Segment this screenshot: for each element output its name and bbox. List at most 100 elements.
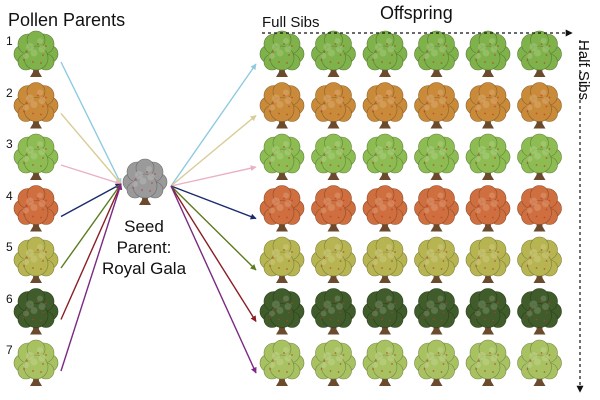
fruit-dot bbox=[445, 96, 448, 99]
foliage-highlight bbox=[23, 310, 29, 317]
foliage-highlight bbox=[529, 197, 538, 206]
fruit-dot bbox=[489, 197, 491, 200]
foliage-highlight bbox=[475, 362, 481, 368]
foliage-highlight bbox=[426, 249, 435, 257]
foliage-highlight bbox=[386, 141, 392, 147]
fruit-dot bbox=[337, 62, 340, 64]
foliage-highlight bbox=[379, 101, 387, 108]
fruit-dot bbox=[548, 251, 551, 253]
foliage-highlight bbox=[38, 303, 46, 310]
fruit-dot bbox=[543, 165, 546, 167]
fruit-dot bbox=[535, 61, 538, 63]
foliage-highlight bbox=[276, 101, 284, 108]
fruit-dot bbox=[423, 162, 426, 164]
fruit-dot bbox=[269, 213, 271, 216]
foliage-highlight bbox=[284, 303, 292, 310]
foliage-highlight bbox=[26, 197, 34, 206]
fruit-dot bbox=[283, 300, 285, 303]
fruit-dot bbox=[529, 360, 532, 362]
fruit-dot bbox=[291, 302, 293, 305]
fruit-dot bbox=[529, 154, 532, 156]
fruit-dot bbox=[339, 311, 342, 314]
fruit-dot bbox=[478, 205, 480, 208]
fruit-dot bbox=[494, 54, 496, 56]
fruit-dot bbox=[286, 216, 288, 219]
foliage-highlight bbox=[334, 295, 341, 302]
fruit-dot bbox=[37, 94, 39, 97]
pollen-parent-number-3: 3 bbox=[6, 137, 13, 151]
fruit-dot bbox=[372, 368, 374, 370]
fruit-dot bbox=[386, 197, 388, 200]
fruit-dot bbox=[40, 371, 42, 373]
foliage-highlight bbox=[272, 249, 280, 257]
foliage-highlight bbox=[30, 101, 38, 108]
fruit-dot bbox=[497, 45, 499, 47]
offspring-tree-r4-c4 bbox=[414, 185, 459, 232]
fruit-dot bbox=[323, 154, 326, 156]
fruit-dot bbox=[272, 308, 274, 311]
fruit-dot bbox=[23, 265, 25, 267]
fruit-dot bbox=[426, 154, 429, 156]
fruit-dot bbox=[442, 54, 445, 56]
foliage-highlight bbox=[475, 53, 481, 59]
foliage-highlight bbox=[529, 300, 538, 309]
fruit-dot bbox=[497, 199, 499, 202]
fruit-dot bbox=[540, 146, 543, 148]
pollen-arrow-6 bbox=[60, 183, 122, 320]
foliage-highlight bbox=[334, 192, 341, 199]
foliage-highlight bbox=[534, 204, 541, 211]
fruit-dot bbox=[423, 59, 426, 61]
foliage-highlight bbox=[423, 362, 430, 368]
fruit-dot bbox=[329, 112, 332, 115]
fruit-dot bbox=[37, 146, 39, 148]
fruit-dot bbox=[423, 213, 426, 216]
fruit-dot bbox=[23, 59, 25, 61]
full-sibs-label: Full Sibs bbox=[262, 14, 320, 31]
foliage-highlight bbox=[38, 354, 46, 362]
fruit-dot bbox=[272, 360, 274, 362]
offspring-tree-r7-c2 bbox=[311, 339, 356, 386]
foliage-highlight bbox=[372, 156, 378, 162]
foliage-highlight bbox=[276, 204, 284, 211]
offspring-tree-r6-c5 bbox=[465, 288, 511, 335]
offspring-tree-r7-c4 bbox=[414, 339, 459, 386]
fruit-dot bbox=[475, 162, 477, 164]
foliage-highlight bbox=[284, 148, 292, 156]
fruit-dot bbox=[432, 370, 435, 372]
foliage-highlight bbox=[426, 352, 435, 360]
fruit-dot bbox=[342, 354, 345, 356]
fruit-dot bbox=[45, 45, 47, 47]
fruit-dot bbox=[440, 216, 443, 219]
foliage-highlight bbox=[323, 197, 332, 206]
foliage-highlight bbox=[375, 352, 383, 360]
fruit-dot bbox=[37, 197, 39, 200]
pollen-arrow-5 bbox=[60, 183, 122, 269]
foliage-highlight bbox=[423, 207, 430, 214]
fruit-dot bbox=[494, 260, 496, 262]
fruit-dot bbox=[342, 199, 345, 202]
foliage-highlight bbox=[431, 49, 438, 57]
pollen-parent-tree-5 bbox=[13, 236, 59, 283]
fruit-dot bbox=[389, 113, 391, 116]
foliage-highlight bbox=[439, 354, 446, 362]
fruit-dot bbox=[342, 45, 345, 47]
foliage-highlight bbox=[334, 89, 341, 96]
fruit-dot bbox=[526, 265, 529, 267]
fruit-dot bbox=[23, 316, 25, 319]
fruit-dot bbox=[32, 318, 34, 321]
fruit-dot bbox=[426, 205, 429, 208]
offspring-tree-r5-c1 bbox=[259, 236, 305, 283]
foliage-highlight bbox=[272, 352, 280, 360]
fruit-dot bbox=[334, 352, 337, 354]
foliage-highlight bbox=[328, 101, 335, 108]
foliage-highlight bbox=[489, 192, 495, 199]
fruit-dot bbox=[23, 110, 25, 113]
foliage-highlight bbox=[439, 251, 446, 259]
offspring-tree-r7-c1 bbox=[259, 339, 305, 386]
fruit-dot bbox=[540, 197, 543, 200]
fruit-dot bbox=[32, 112, 34, 115]
fruit-dot bbox=[440, 268, 443, 270]
fruit-dot bbox=[288, 54, 290, 56]
fruit-dot bbox=[288, 363, 290, 365]
fruit-dot bbox=[278, 318, 280, 321]
